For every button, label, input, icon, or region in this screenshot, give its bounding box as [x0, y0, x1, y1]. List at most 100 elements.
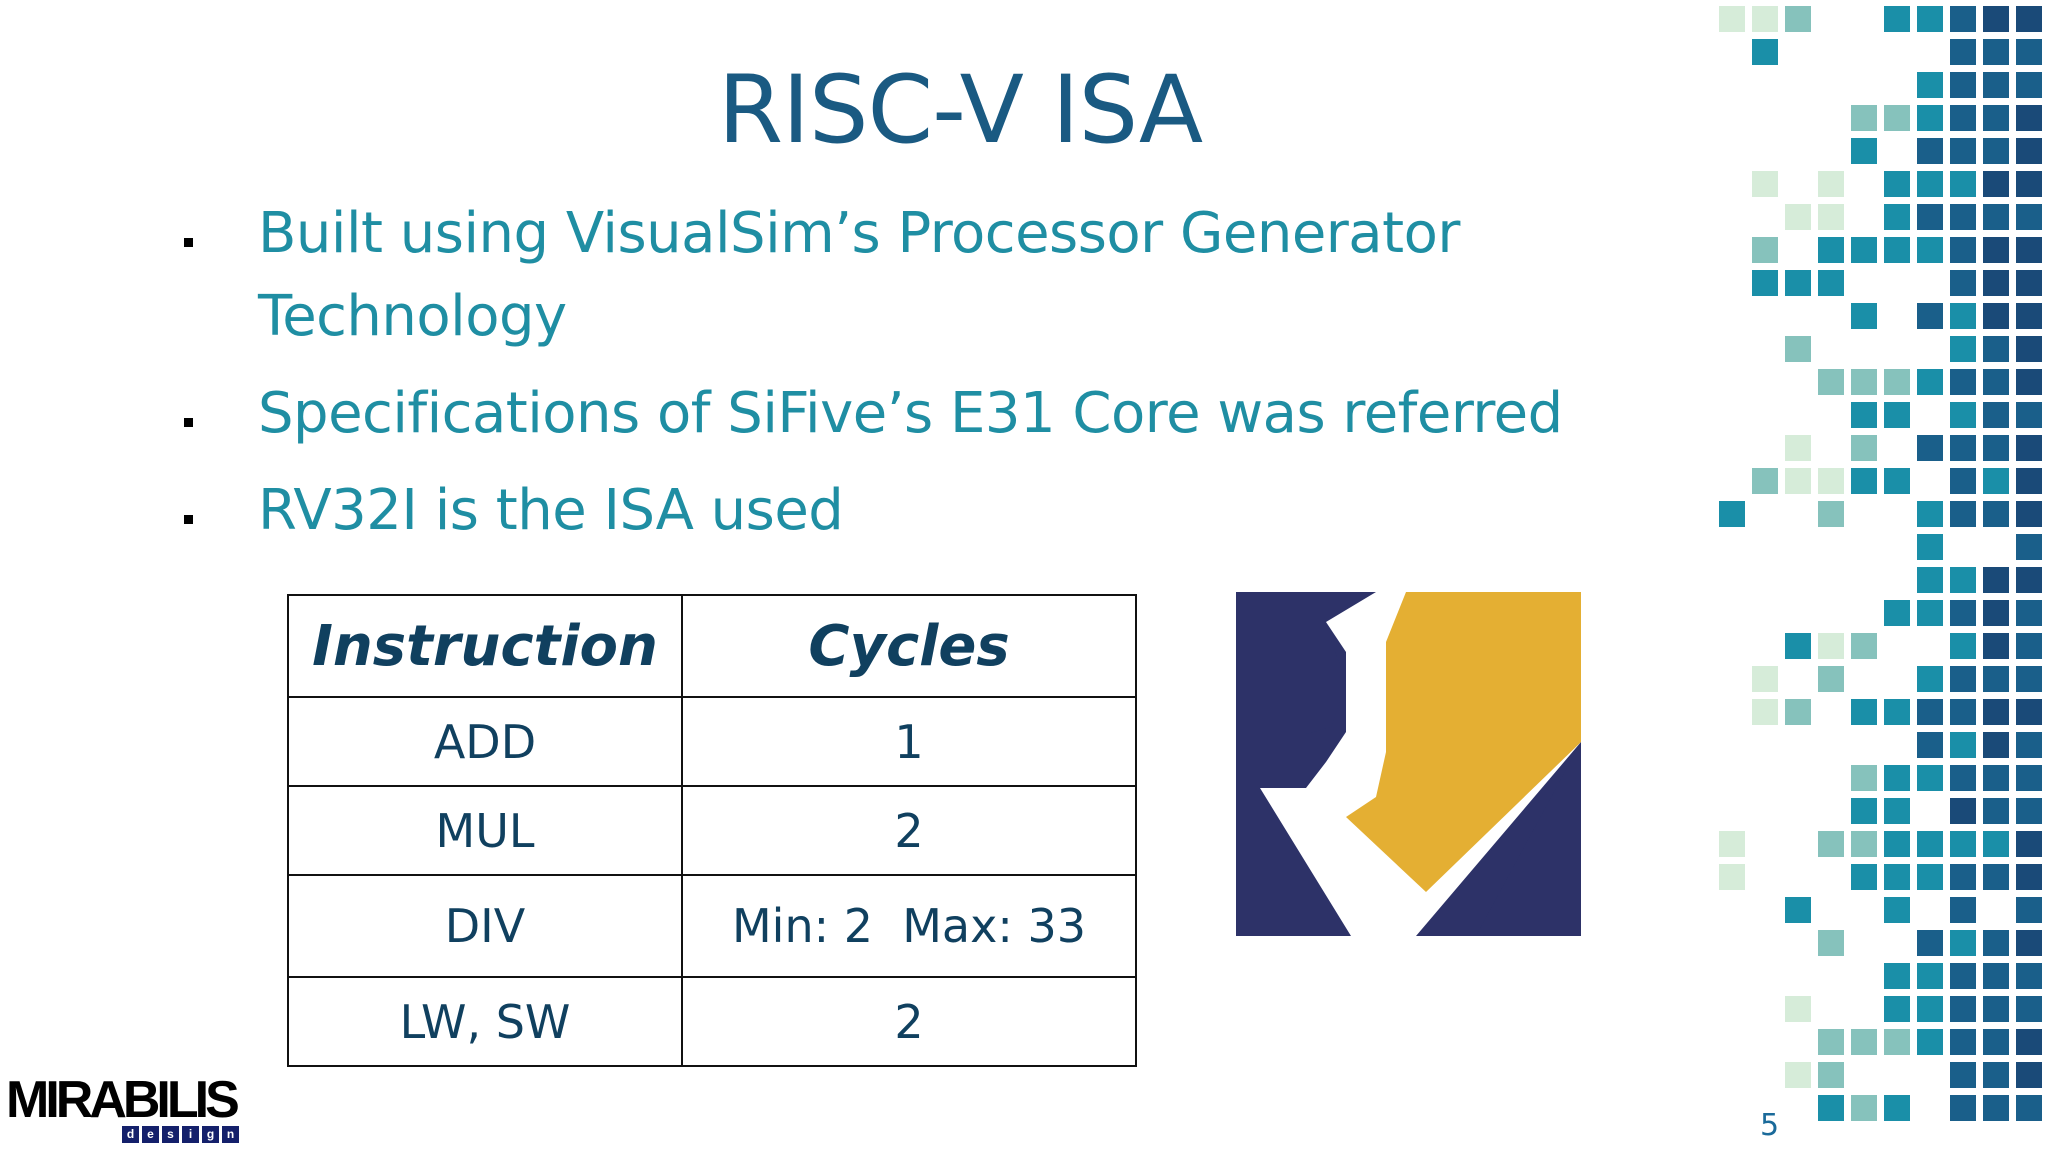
mosaic-tile [2016, 1095, 2042, 1121]
logo-wordmark: MIRABILIS [6, 1071, 240, 1129]
mosaic-tile [1818, 1095, 1844, 1121]
mosaic-tile [1983, 435, 2009, 461]
mosaic-tile [1851, 864, 1877, 890]
mosaic-tile [1983, 798, 2009, 824]
mosaic-tile [1884, 1029, 1910, 1055]
mosaic-tile [1719, 501, 1745, 527]
mosaic-tile [1851, 369, 1877, 395]
mosaic-tile [1983, 765, 2009, 791]
cell-instruction: DIV [287, 874, 683, 978]
mosaic-tile [1851, 435, 1877, 461]
mosaic-tile [1983, 996, 2009, 1022]
bullet-list: Built using VisualSim’s Processor Genera… [180, 192, 1600, 566]
mosaic-tile [1818, 204, 1844, 230]
mosaic-tile [1884, 765, 1910, 791]
mosaic-tile [1818, 666, 1844, 692]
mosaic-tile [2016, 39, 2042, 65]
mosaic-tile [2016, 369, 2042, 395]
mosaic-tile [1917, 831, 1943, 857]
mosaic-tile [1983, 204, 2009, 230]
mosaic-tile [1950, 963, 1976, 989]
mosaic-tile [1785, 435, 1811, 461]
mosaic-tile [2016, 600, 2042, 626]
table-row: ADD 1 [287, 696, 1137, 787]
mosaic-tile [2016, 1062, 2042, 1088]
mosaic-tile [1983, 105, 2009, 131]
mosaic-tile [1983, 468, 2009, 494]
mosaic-tile [2016, 468, 2042, 494]
cell-cycles: 2 [681, 976, 1137, 1067]
mosaic-tile [2016, 501, 2042, 527]
mosaic-tile [1851, 798, 1877, 824]
mosaic-tile [1950, 204, 1976, 230]
mosaic-tile [1950, 864, 1976, 890]
mosaic-tile [1752, 699, 1778, 725]
mosaic-tile [2016, 996, 2042, 1022]
mosaic-tile [1785, 468, 1811, 494]
mosaic-tile [2016, 138, 2042, 164]
mosaic-tile [1917, 6, 1943, 32]
mosaic-tile [1950, 468, 1976, 494]
mosaic-tile [1983, 930, 2009, 956]
rv-logo-r-bowl [1236, 640, 1346, 734]
mosaic-tile [1884, 897, 1910, 923]
mosaic-tile [2016, 699, 2042, 725]
mosaic-tile [1983, 633, 2009, 659]
mosaic-tile [1884, 402, 1910, 428]
mosaic-tile [1752, 6, 1778, 32]
mosaic-tile [1851, 1029, 1877, 1055]
cell-cycles: Min: 2 Max: 33 [681, 874, 1137, 978]
bullet-item: RV32I is the ISA used [180, 469, 1600, 552]
mosaic-tile [1950, 600, 1976, 626]
mosaic-tile [1917, 765, 1943, 791]
mosaic-tile [1950, 369, 1976, 395]
mosaic-tile [1950, 402, 1976, 428]
mosaic-tile [1719, 6, 1745, 32]
mosaic-tile [1950, 633, 1976, 659]
bullet-text: Built using VisualSim’s Processor Genera… [258, 201, 1460, 349]
mosaic-tile [1851, 1095, 1877, 1121]
mosaic-tile [1818, 468, 1844, 494]
mosaic-tile [1983, 303, 2009, 329]
mosaic-tile [1950, 699, 1976, 725]
mosaic-tile [2016, 666, 2042, 692]
mosaic-tile [1950, 1095, 1976, 1121]
mosaic-tile [1950, 72, 1976, 98]
mosaic-tile [1884, 963, 1910, 989]
mosaic-tile [2016, 435, 2042, 461]
mosaic-tile [1917, 699, 1943, 725]
mosaic-tile [1983, 732, 2009, 758]
mosaic-tile [2016, 402, 2042, 428]
mosaic-tile [1983, 1062, 2009, 1088]
mosaic-tile [1983, 963, 2009, 989]
square-bullet-icon [184, 418, 193, 427]
mosaic-tile [1983, 171, 2009, 197]
mosaic-tile [1851, 303, 1877, 329]
mosaic-tile [2016, 204, 2042, 230]
table-header-row: Instruction Cycles [287, 594, 1137, 698]
mosaic-tile [1752, 666, 1778, 692]
mosaic-tile [2016, 270, 2042, 296]
mosaic-tile [1983, 699, 2009, 725]
mosaic-tile [1785, 6, 1811, 32]
mosaic-tile [1818, 501, 1844, 527]
mosaic-tile [2016, 6, 2042, 32]
mosaic-tile [1950, 336, 1976, 362]
logo-letter: g [202, 1126, 219, 1143]
mosaic-tile [1851, 237, 1877, 263]
mosaic-tile [1950, 798, 1976, 824]
risc-v-logo [1236, 592, 1581, 936]
mosaic-tile [1752, 171, 1778, 197]
bullet-item: Specifications of SiFive’s E31 Core was … [180, 372, 1600, 455]
mosaic-tile [1884, 204, 1910, 230]
rv-logo-v-right [1476, 742, 1581, 936]
mosaic-tile [1950, 303, 1976, 329]
mosaic-tile [1785, 633, 1811, 659]
mosaic-tile [1950, 1029, 1976, 1055]
rv-logo-gold-shape [1346, 592, 1581, 892]
mosaic-tile [1917, 72, 1943, 98]
cell-cycles: 1 [681, 696, 1137, 787]
mosaic-tile [1983, 6, 2009, 32]
mosaic-tile [1950, 1062, 1976, 1088]
